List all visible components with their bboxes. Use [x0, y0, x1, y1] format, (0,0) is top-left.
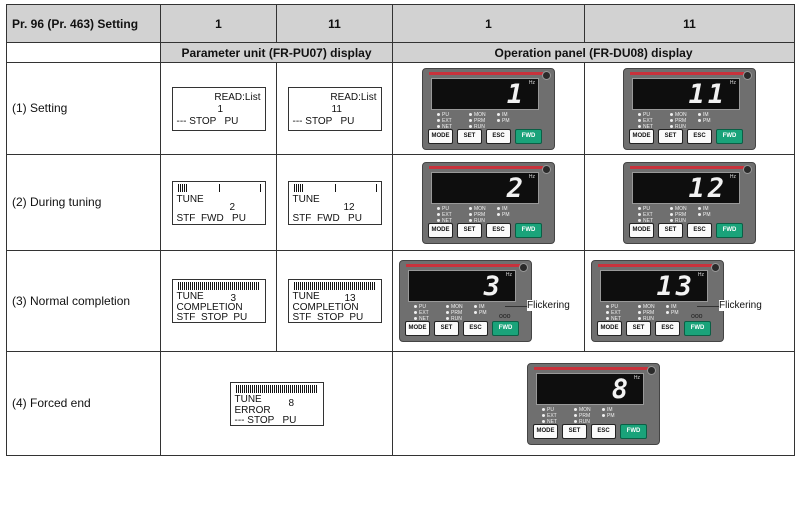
panel-digits: 1: [506, 78, 526, 110]
pu-display: TUNE 12 STF FWD PU: [287, 180, 382, 225]
dial-icon: [743, 164, 752, 174]
esc-button[interactable]: ESC: [655, 321, 680, 336]
esc-button[interactable]: ESC: [486, 222, 511, 238]
dial-icon: [542, 70, 551, 80]
row-label: (4) Forced end: [6, 351, 161, 456]
pu-display: TUNE 3 COMPLETION STF STOP PU: [171, 279, 266, 323]
fwd-button[interactable]: FWD: [515, 128, 542, 144]
pu-display: READ:List 11 --- STOP PU: [287, 86, 382, 131]
panel-digits: 2: [506, 172, 526, 204]
setting-header: Pr. 96 (Pr. 463) Setting: [6, 4, 161, 43]
panel-digits: 11: [688, 78, 727, 110]
table-row: (3) Normal completion TUNE 3 COMPLETION …: [6, 250, 795, 352]
esc-button[interactable]: ESC: [687, 128, 712, 144]
fwd-button[interactable]: FWD: [515, 222, 542, 238]
header-pu-1: 1: [160, 4, 277, 43]
set-button[interactable]: SET: [434, 321, 459, 336]
pu-display: READ:List 1 --- STOP PU: [171, 86, 266, 131]
flickering-label: Flickering: [527, 300, 570, 311]
set-button[interactable]: SET: [562, 423, 587, 439]
fwd-button[interactable]: FWD: [684, 321, 711, 336]
dial-icon: [647, 365, 656, 375]
header-pu-11: 11: [276, 4, 393, 43]
progress-bars: [293, 282, 375, 290]
header-op-11: 11: [584, 4, 795, 43]
pu-display: TUNE 13 COMPLETION STF STOP PU: [287, 279, 382, 323]
progress-bars: [293, 183, 303, 192]
fwd-button[interactable]: FWD: [492, 321, 519, 336]
mode-button[interactable]: MODE: [629, 222, 654, 238]
mode-button[interactable]: MODE: [405, 321, 430, 336]
dial-icon: [711, 263, 720, 272]
table-row: (1) Setting READ:List 1 --- STOP PU READ…: [6, 62, 795, 155]
fwd-button[interactable]: FWD: [620, 423, 647, 439]
parameter-unit-header: Parameter unit (FR-PU07) display: [160, 42, 393, 63]
table-row: (4) Forced end TUNE 8 ERROR --- STOP PU …: [6, 351, 795, 456]
fwd-button[interactable]: FWD: [716, 222, 743, 238]
panel-digits: 13: [656, 271, 695, 302]
header-op-1: 1: [392, 4, 585, 43]
flicker-icon: o o o: [499, 313, 511, 320]
esc-button[interactable]: ESC: [687, 222, 712, 238]
set-button[interactable]: SET: [626, 321, 651, 336]
dial-icon: [519, 263, 528, 272]
esc-button[interactable]: ESC: [486, 128, 511, 144]
progress-bars: [177, 183, 187, 192]
dial-icon: [542, 164, 551, 174]
mode-button[interactable]: MODE: [597, 321, 622, 336]
row-label: (3) Normal completion: [6, 250, 161, 352]
progress-bars: [235, 384, 317, 393]
set-button[interactable]: SET: [658, 128, 683, 144]
table-row: (2) During tuning TUNE 2 STF FWD PU TUNE…: [6, 154, 795, 251]
mode-button[interactable]: MODE: [428, 222, 453, 238]
fwd-button[interactable]: FWD: [716, 128, 743, 144]
panel-digits: 12: [688, 172, 727, 204]
row-label: (2) During tuning: [6, 154, 161, 251]
row-label: (1) Setting: [6, 62, 161, 155]
operation-panel-header: Operation panel (FR-DU08) display: [392, 42, 795, 63]
set-button[interactable]: SET: [457, 222, 482, 238]
dial-icon: [743, 70, 752, 80]
mode-button[interactable]: MODE: [533, 423, 558, 439]
subheader-row: Parameter unit (FR-PU07) display Operati…: [6, 42, 795, 63]
set-button[interactable]: SET: [658, 222, 683, 238]
panel-digits: 3: [483, 271, 503, 302]
panel-digits: 8: [611, 373, 631, 405]
flicker-icon: o o o: [691, 313, 703, 320]
set-button[interactable]: SET: [457, 128, 482, 144]
mode-button[interactable]: MODE: [428, 128, 453, 144]
esc-button[interactable]: ESC: [591, 423, 616, 439]
esc-button[interactable]: ESC: [463, 321, 488, 336]
header-row: Pr. 96 (Pr. 463) Setting 1 11 1 11: [6, 4, 795, 43]
pu-display: TUNE 2 STF FWD PU: [171, 180, 266, 225]
mode-button[interactable]: MODE: [629, 128, 654, 144]
tuning-display-table: Pr. 96 (Pr. 463) Setting 1 11 1 11 Param…: [6, 4, 795, 456]
pu-display: TUNE 8 ERROR --- STOP PU: [229, 381, 324, 426]
progress-bars: [177, 282, 259, 290]
flickering-label: Flickering: [719, 300, 762, 311]
